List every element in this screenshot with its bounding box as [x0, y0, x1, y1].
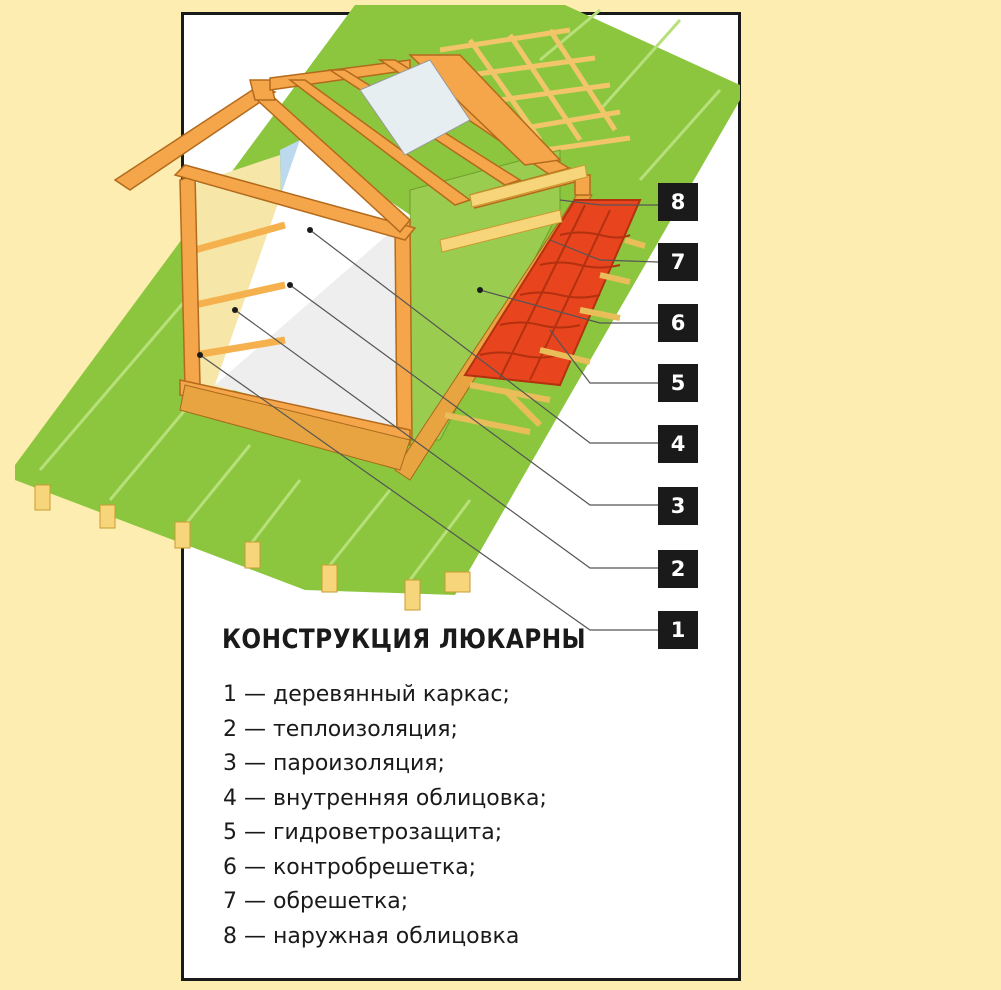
leader-dots: [197, 227, 483, 358]
callout-badge-5: 5: [658, 364, 698, 402]
callout-badge-3: 3: [658, 487, 698, 525]
legend-item-3: 3 — пароизоляция;: [223, 751, 445, 776]
legend-item-8: 8 — наружная облицовка: [223, 923, 520, 949]
callout-badge-2: 2: [658, 550, 698, 588]
inner-lining-shade: [215, 140, 410, 385]
legend-item-5: 5 — гидроветрозащита;: [223, 820, 503, 845]
rafter-ends: [34, 484, 471, 611]
legend-title: КОНСТРУКЦИЯ ЛЮКАРНЫ: [222, 624, 587, 655]
legend-item-2: 2 — теплоизоляция;: [223, 716, 458, 742]
legend-item-1: 1 — деревянный каркас;: [223, 682, 510, 707]
legend-item-6: 6 — контробрешетка;: [223, 854, 477, 880]
callout-badge-6: 6: [658, 304, 698, 342]
eave-fascia: [179, 384, 411, 471]
legend-item-4: 4 — внутренняя облицовка;: [223, 785, 547, 811]
counter-battens: [444, 237, 646, 435]
callout-badge-1: 1: [658, 611, 698, 649]
purlins: [439, 164, 588, 253]
callout-badge-7: 7: [658, 243, 698, 281]
roof-window: [359, 59, 471, 156]
legend-list: 1 — деревянный каркас; 2 — теплоизоляция…: [223, 678, 547, 954]
legend-item-7: 7 — обрешетка;: [223, 889, 409, 914]
callout-badge-8: 8: [658, 183, 698, 221]
callout-badge-4: 4: [658, 425, 698, 463]
leader-lines: [199, 199, 659, 631]
front-battens: [194, 221, 286, 359]
roof-tiles: [463, 199, 642, 387]
upper-battens: [439, 27, 631, 153]
